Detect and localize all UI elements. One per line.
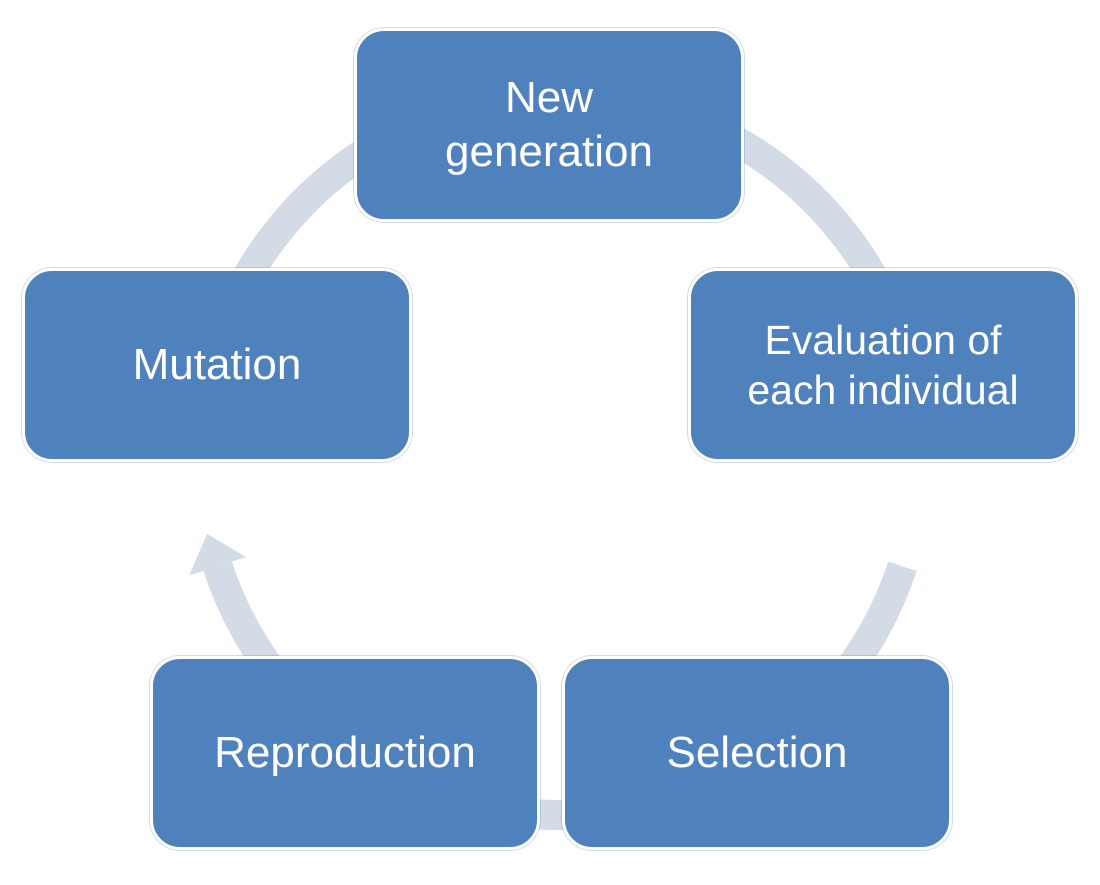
evaluation-label: Evaluation of each individual xyxy=(747,316,1019,413)
mutation-box: Mutation xyxy=(22,268,412,462)
reproduction-label: Reproduction xyxy=(214,728,476,778)
evaluation-box: Evaluation of each individual xyxy=(688,268,1078,462)
new-generation-box: New generation xyxy=(354,28,744,222)
selection-label: Selection xyxy=(666,728,848,778)
mutation-label: Mutation xyxy=(132,340,302,390)
new-generation-label: New generation xyxy=(445,73,653,176)
reproduction-box: Reproduction xyxy=(150,656,540,850)
selection-box: Selection xyxy=(562,656,952,850)
arrow-reproduction-to-mutation-head xyxy=(189,533,247,576)
